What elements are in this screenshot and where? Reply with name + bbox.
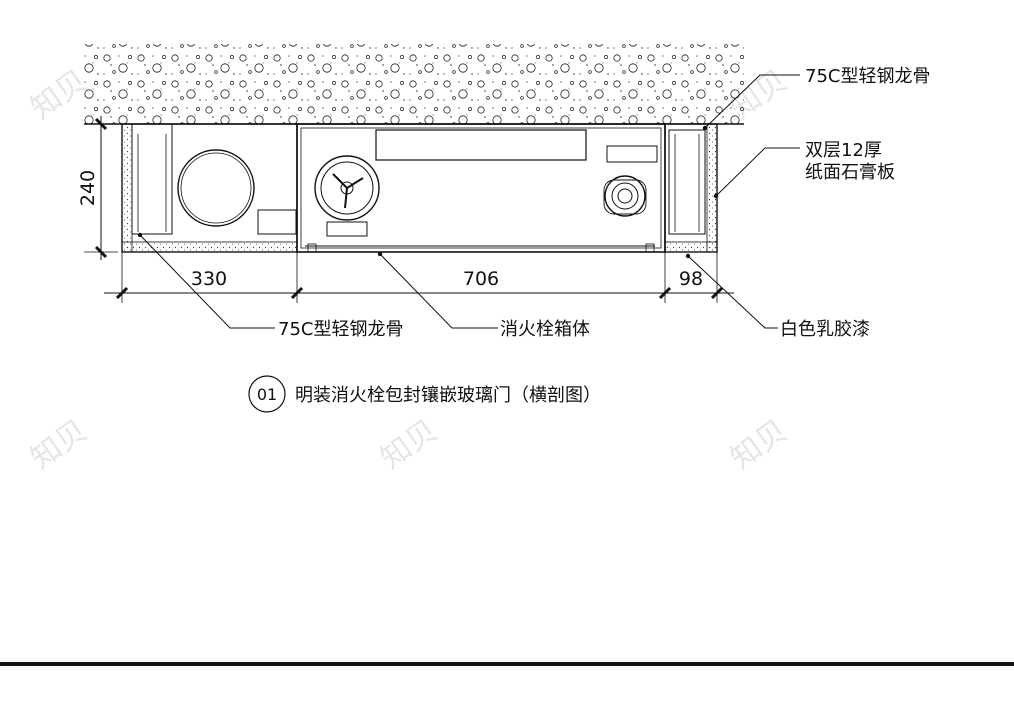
concrete-slab — [84, 44, 744, 125]
pipe-circle — [177, 149, 255, 227]
dimension-right-text: 98 — [679, 268, 703, 290]
caption-number-circle — [248, 375, 286, 413]
label-cabinet: 消火栓箱体 — [500, 319, 590, 340]
hydrant-cabinet — [296, 123, 666, 253]
label-paint: 白色乳胶漆 — [780, 319, 870, 340]
dimension-left-text: 330 — [191, 268, 227, 290]
caption: 01 明装消火栓包封镶嵌玻璃门（横剖图） — [248, 375, 601, 413]
leader-dots — [137, 125, 719, 259]
label-stud-top: 75C型轻钢龙骨 — [805, 66, 930, 87]
watermark-text: 知贝 — [25, 413, 94, 476]
dimension-middle-text: 706 — [463, 268, 499, 290]
caption-title: 明装消火栓包封镶嵌玻璃门（横剖图） — [295, 385, 601, 406]
valve-icon — [603, 175, 647, 217]
hose-reel-icon — [314, 155, 380, 237]
label-gypsum-line2: 纸面石膏板 — [805, 161, 895, 183]
watermark-text: 知贝 — [725, 413, 794, 476]
label-gypsum-line1: 双层12厚 — [805, 140, 882, 161]
left-enclosure — [121, 123, 298, 253]
watermark-text: 知贝 — [375, 413, 444, 476]
watermark-text: 知贝 — [25, 63, 94, 126]
label-stud-bottom: 75C型轻钢龙骨 — [278, 319, 403, 340]
right-enclosure — [664, 123, 718, 253]
caption-number: 01 — [257, 385, 277, 404]
dimension-height: 240 — [77, 116, 118, 260]
leader-lines — [139, 74, 800, 329]
dimension-horizontal: 330 706 98 — [104, 252, 734, 303]
dimension-height-text: 240 — [77, 170, 99, 206]
